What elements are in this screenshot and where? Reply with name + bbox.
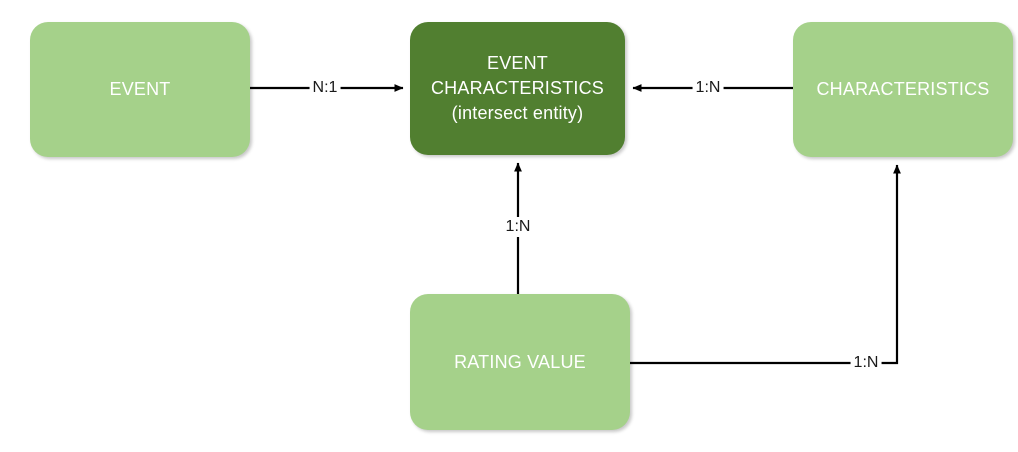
entity-event-label: EVENT [109,79,171,99]
entity-rating-value[interactable]: RATING VALUE [410,294,630,430]
cardinality-rating-value-to-characteristics: 1:N [850,353,882,373]
cardinality-event-to-event-characteristics: N:1 [309,78,341,98]
cardinality-characteristics-to-event-characteristics: 1:N [692,78,724,98]
connector-rating-value-to-characteristics [630,164,901,365]
cardinality-rating-value-to-event-characteristics: 1:N [502,217,534,237]
entity-event-characteristics-label: EVENT CHARACTERISTICS (intersect entity) [430,53,604,123]
entity-event-characteristics[interactable]: EVENT CHARACTERISTICS (intersect entity) [410,22,625,155]
entity-rating-value-label: RATING VALUE [454,351,586,372]
entity-characteristics-label: CHARACTERISTICS [816,79,990,99]
entity-characteristics[interactable]: CHARACTERISTICS [793,22,1013,157]
entity-event[interactable]: EVENT [30,22,250,157]
